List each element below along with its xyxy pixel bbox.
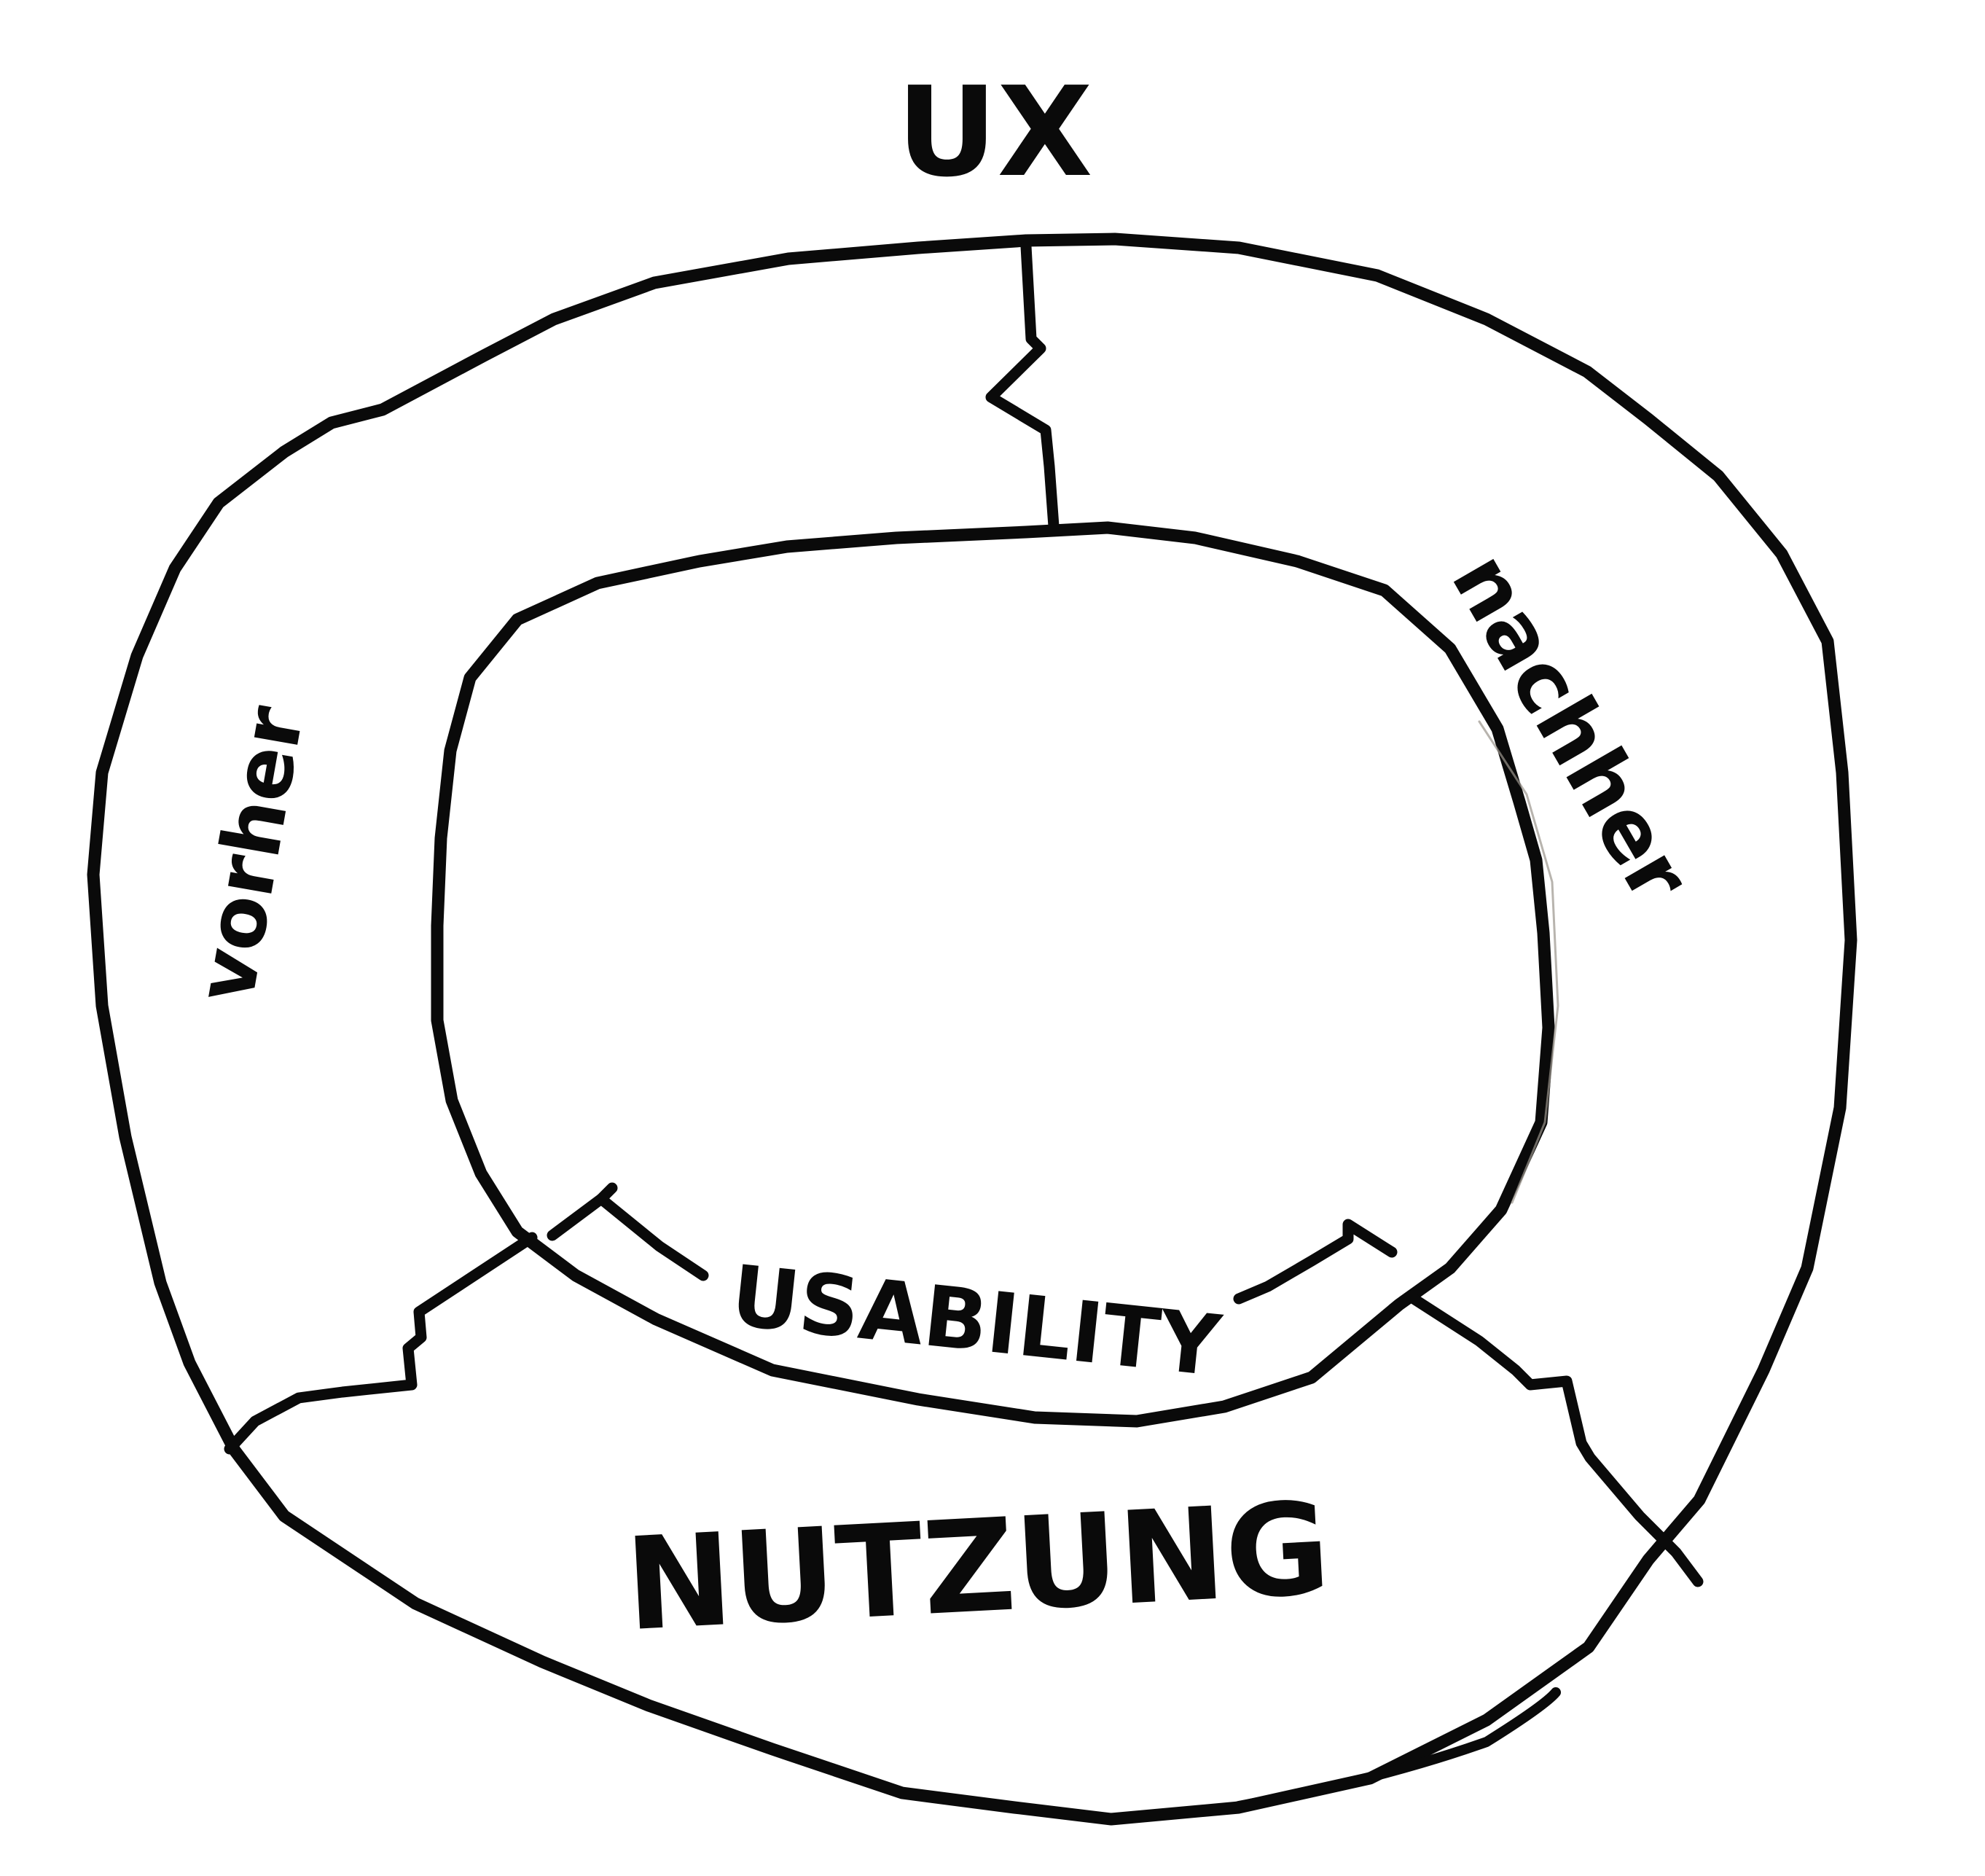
inner-circle-shadow [1478, 720, 1559, 1204]
label-nachher: nachher [1433, 537, 1709, 918]
outer-ring [87, 232, 1857, 1826]
diagram-title: UX [896, 60, 1092, 205]
divider-lower-left [224, 1232, 538, 1455]
divider-top [985, 241, 1060, 532]
bottom-trailing-stroke [1234, 1687, 1561, 1811]
label-nutzung: NUTZUNG [622, 1475, 1334, 1660]
divider-lower-right [1408, 1293, 1704, 1587]
usability-bracket-left-top [595, 1182, 618, 1205]
label-vorher: vorher [179, 700, 322, 1009]
usability-bracket [547, 1193, 1398, 1305]
inner-circle [431, 521, 1555, 1428]
